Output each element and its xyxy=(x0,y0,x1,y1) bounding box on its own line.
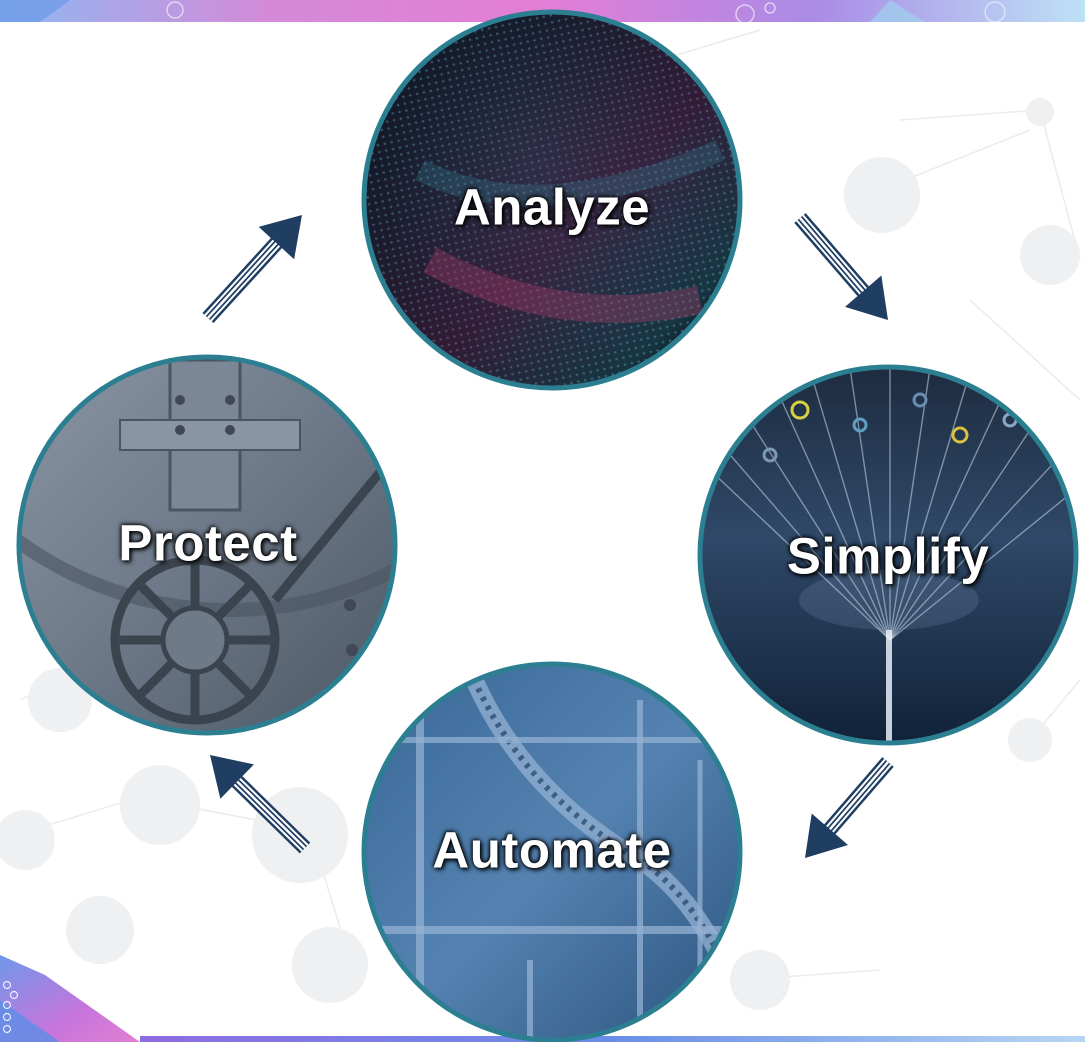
node-protect xyxy=(16,354,398,736)
arrow-automate-to-protect xyxy=(210,755,311,854)
arrow-simplify-to-automate xyxy=(805,757,894,858)
arrow-protect-to-analyze xyxy=(202,215,302,324)
label-analyze: Analyze xyxy=(453,178,651,236)
label-protect: Protect xyxy=(118,514,298,572)
bottom-bar xyxy=(140,1036,1085,1042)
arrow-analyze-to-simplify xyxy=(794,213,888,320)
node-analyze xyxy=(361,9,743,391)
label-simplify: Simplify xyxy=(786,527,990,585)
node-automate xyxy=(361,661,743,1043)
label-automate: Automate xyxy=(432,821,672,879)
node-simplify xyxy=(697,364,1079,746)
cycle-arrows xyxy=(202,213,894,858)
corner-banner xyxy=(0,955,140,1042)
